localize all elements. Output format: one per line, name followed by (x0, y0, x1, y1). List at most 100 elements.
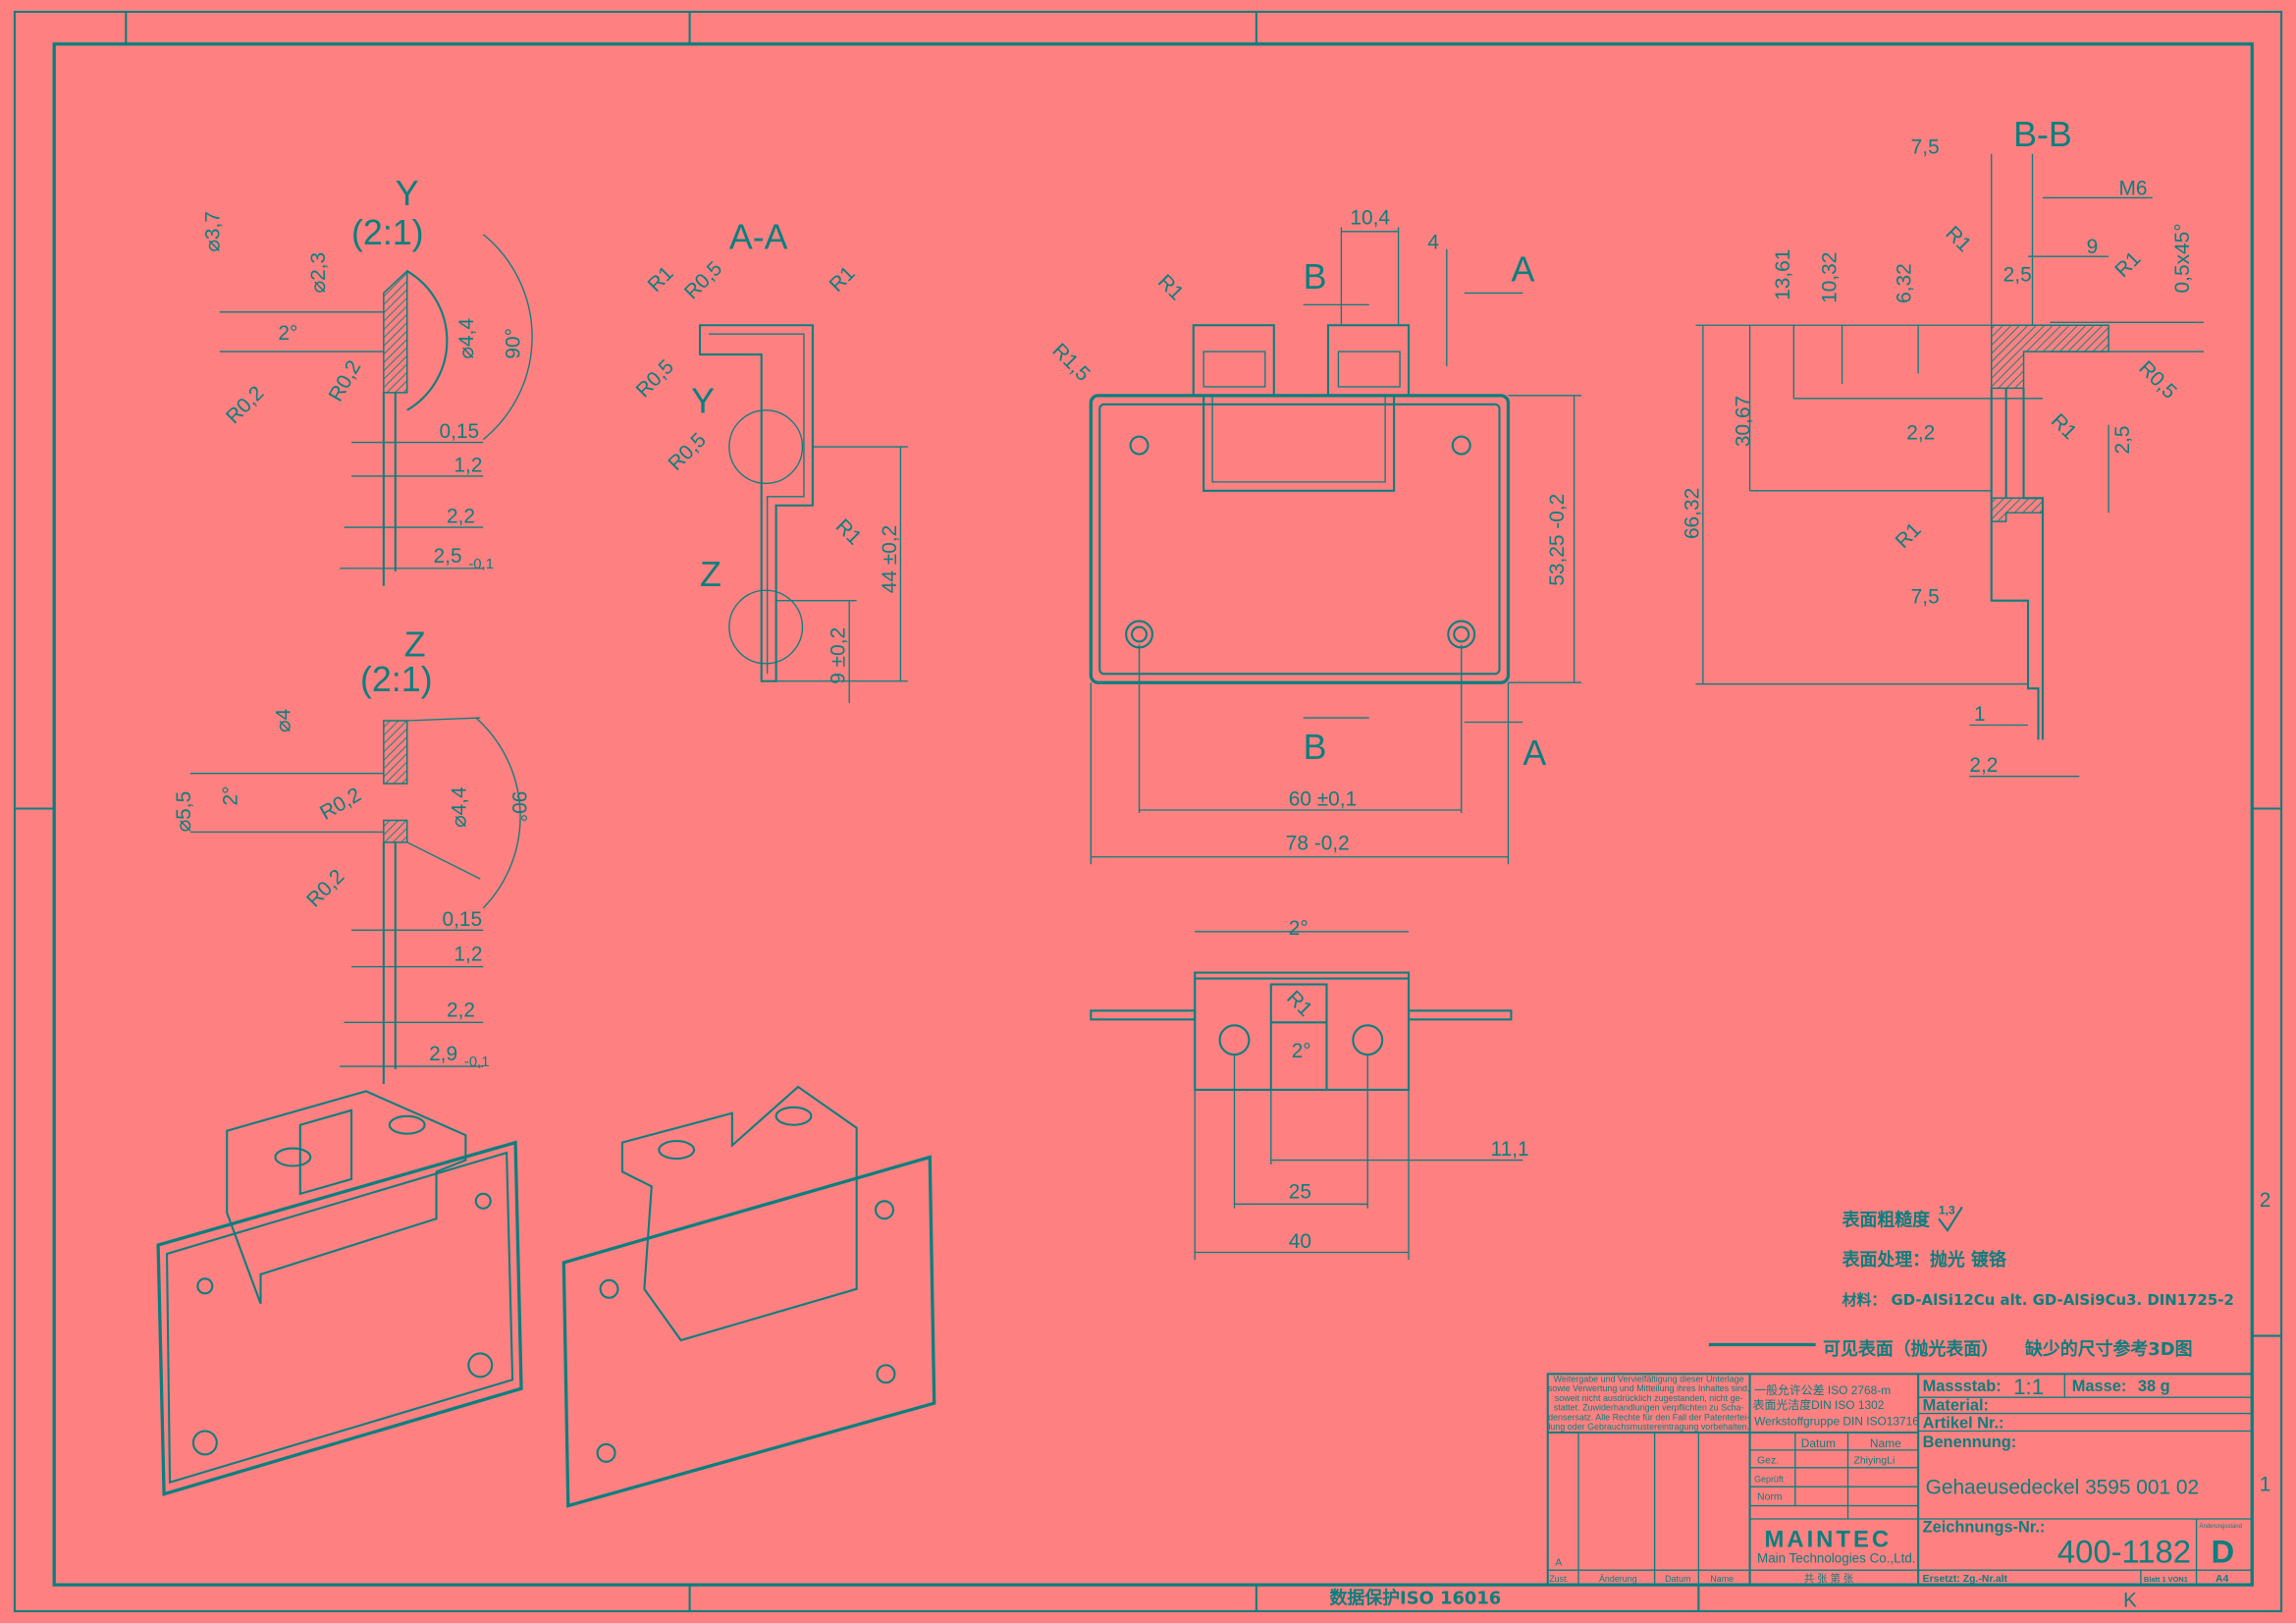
column-header: Datum (1665, 1574, 1690, 1584)
copyright-line: lung oder Gebrauchsmustereintragung vorb… (1548, 1422, 1749, 1432)
drawing-frame: 2 1 K 数据保护ISO 16016 (13, 10, 2283, 1613)
dim-label: 2° (1289, 917, 1308, 940)
view-title: Y (396, 174, 419, 213)
label: Material: (1923, 1397, 1989, 1415)
detail-view-y: Y (2:1) ⌀3,7 ⌀2,3 2° ⌀4,4 90° R0,2 R0,2 … (202, 174, 533, 586)
dim-label: ⌀3,7 (202, 211, 225, 252)
dim-label: 10,4 (1350, 206, 1390, 229)
column-header: Zust. (1549, 1574, 1569, 1584)
dim-label: R1,5 (1048, 339, 1095, 385)
dim-label: 2,2 (1969, 754, 1998, 777)
dim-label: ⌀4 (272, 709, 294, 732)
view-title: B-B (2013, 115, 2072, 154)
label: Änderungsstand (2200, 1523, 2242, 1530)
footer-note: 数据保护ISO 16016 (1329, 1588, 1501, 1609)
copyright-line: stattet. Zuwiderhandlungen verpflichten … (1554, 1403, 1744, 1413)
sheet-count-cn: 共 张 第 张 (1804, 1572, 1854, 1585)
dim-label: R1 (2110, 247, 2145, 282)
part-name: Gehaeusedeckel 3595 001 02 (1926, 1477, 2200, 1499)
zone-label: K (2123, 1589, 2137, 1611)
dim-label: 4 (1427, 232, 1439, 254)
dim-label: R0,5 (2134, 356, 2180, 403)
dim-label: 9 ±0,2 (828, 627, 850, 684)
roughness-value: 1,3 (1939, 1204, 1955, 1217)
dim-label: 13,61 (1772, 249, 1794, 300)
dim-label: ⌀4,4 (448, 786, 470, 828)
note-visible-surface: 可见表面（抛光表面） (1823, 1338, 1999, 1360)
tolerance-standard: 一般允许公差 ISO 2768-m (1754, 1383, 1891, 1397)
company-name: Main Technologies Co.,Ltd. (1757, 1551, 1915, 1566)
zone-label: 1 (2260, 1474, 2271, 1496)
paper-format: A4 (2216, 1574, 2229, 1585)
dim-label: 66,32 (1681, 488, 1703, 539)
dim-label: 0,15 (440, 420, 480, 443)
zone-label: 2 (2260, 1189, 2271, 1212)
dim-label: 30,67 (1733, 396, 1755, 447)
drawer-name: ZhiyingLi (1854, 1455, 1896, 1466)
section-view-b-b: B-B 7,5 M6 R1 9 0,5x45° 13,61 10,32 6,32… (1681, 115, 2205, 778)
dim-label: 2° (220, 786, 242, 806)
dim-label: R1 (1941, 222, 1975, 256)
column-header: Datum (1801, 1436, 1836, 1450)
dim-label: ⌀4,4 (455, 318, 478, 359)
label: Massstab: (1923, 1378, 2002, 1395)
dim-label: 10,32 (1819, 252, 1842, 303)
dim-label: 53,25 -0,2 (1546, 494, 1569, 586)
dim-tolerance: -0,1 (464, 1055, 490, 1070)
mass-value: 38 g (2138, 1378, 2170, 1395)
dim-label: R1 (831, 514, 866, 549)
revision-state: D (2211, 1534, 2234, 1570)
copyright-line: sowie Verwertung und Mitteilung ihres In… (1548, 1383, 1750, 1393)
dim-label: R0,5 (680, 257, 726, 303)
surface-standard: 表面光洁度DIN ISO 1302 (1753, 1398, 1885, 1412)
note-material: 材料： GD-AlSi12Cu alt. GD-AlSi9Cu3. DIN172… (1842, 1291, 2234, 1309)
dim-label: 7,5 (1911, 136, 1940, 159)
dim-label: 1,2 (454, 454, 482, 476)
bottom-view: 2° R1 2° 11,1 25 40 (1090, 917, 1529, 1260)
notes: 表面粗糙度 1,3 表面处理：抛光 镀铬 材料： GD-AlSi12Cu alt… (1708, 1204, 2234, 1360)
dim-label: 1,2 (454, 944, 482, 966)
view-marker: Y (691, 382, 715, 421)
label: Zeichnungs-Nr.: (1923, 1518, 2046, 1536)
revision-letter: A (1555, 1558, 1562, 1569)
view-scale: (2:1) (360, 660, 433, 699)
dim-label: R1 (1282, 987, 1316, 1021)
section-marker: B (1304, 257, 1327, 297)
column-header: Name (1870, 1436, 1901, 1450)
sheet-number: Blatt 1 VON1 (2144, 1575, 2188, 1584)
dim-label: 2,5 (2111, 425, 2134, 454)
dim-label: 90° (503, 328, 525, 359)
dim-label: 78 -0,2 (1286, 832, 1350, 854)
dim-label: 2° (278, 322, 297, 345)
dim-label: R0,5 (664, 429, 710, 475)
material-group: Werkstoffgruppe DIN ISO13716 (1754, 1415, 1919, 1429)
view-title: Z (404, 624, 426, 664)
view-marker: Z (700, 555, 721, 594)
dim-label: ⌀5,5 (173, 791, 195, 833)
dim-label: 0,15 (442, 908, 482, 931)
front-view: 10,4 4 A B R1 R1,5 53,25 -0,2 B A 60 ±0,… (1048, 206, 1582, 865)
isometric-view-back (561, 1085, 936, 1508)
dim-label: 6,32 (1894, 263, 1916, 303)
dim-label: M6 (2119, 177, 2148, 199)
dim-label: 2,2 (447, 506, 475, 528)
dim-label: 2° (1292, 1040, 1311, 1062)
dim-label: R0,2 (324, 356, 365, 406)
dim-label: R1 (2047, 409, 2081, 444)
dim-label: R0,2 (302, 865, 348, 911)
dim-label: R0,2 (222, 382, 268, 428)
dim-label: 2,9 (429, 1043, 457, 1065)
dim-label: 2,5 (434, 545, 462, 568)
dim-label: 2,2 (1906, 422, 1935, 445)
company-logo: MAINTEC (1765, 1526, 1893, 1552)
label: Benennung: (1923, 1434, 2017, 1451)
dim-label: 11,1 (1491, 1138, 1529, 1161)
section-marker: A (1511, 250, 1534, 290)
dim-label: 0,5x45° (2171, 223, 2194, 293)
scale-value: 1:1 (2013, 1375, 2044, 1399)
copyright-line: Weitergabe und Vervielfältigung dieser U… (1554, 1375, 1744, 1384)
note-surface-treatment: 表面处理：抛光 镀铬 (1842, 1249, 2007, 1271)
label: Artikel Nr.: (1923, 1415, 2004, 1433)
isometric-view-front (156, 1090, 523, 1496)
